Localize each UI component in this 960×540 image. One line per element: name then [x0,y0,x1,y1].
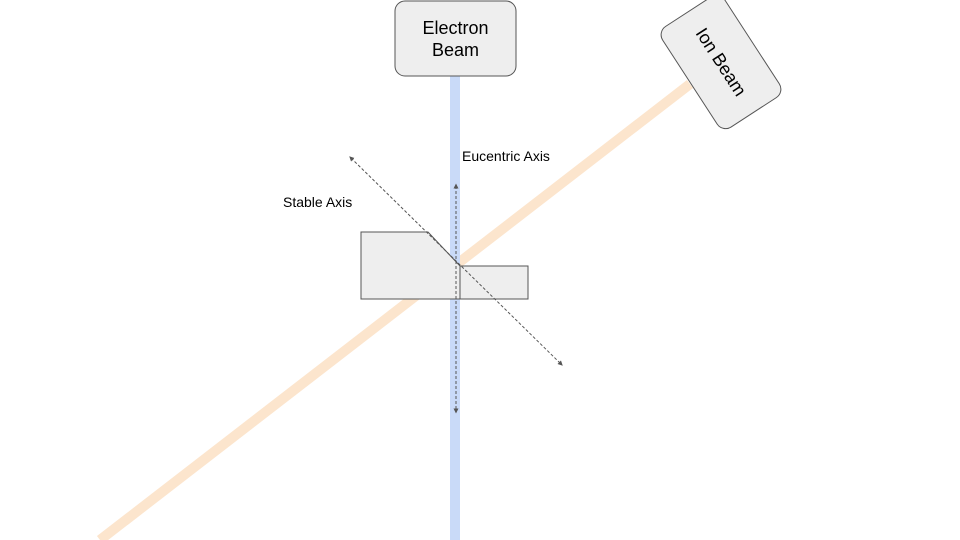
sample-step [459,265,529,300]
electron-beam-label-line2: Beam [432,40,479,60]
ion-beam-path [96,80,694,540]
stable-axis-arrow [349,156,563,366]
sample-block [360,231,461,300]
electron-beam-source: Electron Beam [394,0,517,77]
eucentric-axis-label: Eucentric Axis [462,148,550,164]
stable-axis-label: Stable Axis [283,194,352,210]
ion-beam-source: Ion Beam [660,0,782,130]
ion-beam-box [660,0,782,130]
electron-beam-label-line1: Electron [422,18,488,38]
electron-beam-box [394,0,517,77]
